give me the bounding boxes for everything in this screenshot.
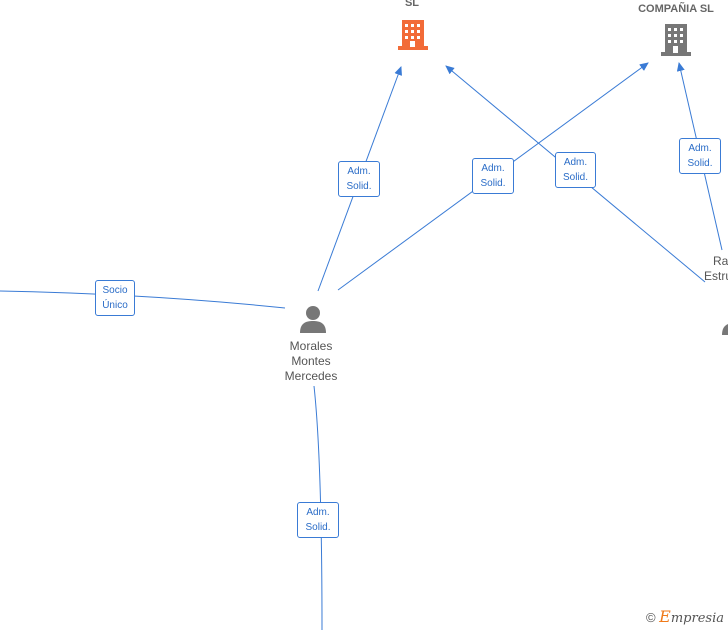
empresia-watermark: © Empresia <box>646 607 724 626</box>
person-icon[interactable] <box>298 304 328 339</box>
company-compania-label: COMPAÑIA SL <box>638 3 714 15</box>
edge-label-socio-unico[interactable]: Socio Único <box>95 280 135 316</box>
person-name-line: Morales <box>289 339 333 353</box>
edge-label-line: Adm. <box>347 166 371 177</box>
edge-label-adm-solid[interactable]: Adm. Solid. <box>679 138 721 174</box>
person-right-label: Ra Estru <box>704 254 728 284</box>
edge-adm-person-down <box>313 385 323 630</box>
brand-rest: mpresia <box>670 611 724 626</box>
person-icon[interactable] <box>720 306 728 341</box>
company-sl-label: SL <box>404 0 420 9</box>
person-name-line: Montes <box>291 354 331 368</box>
edge-label-line: Adm. <box>688 143 712 154</box>
edge-label-line: Adm. <box>563 157 588 168</box>
edge-label-adm-solid[interactable]: Adm. Solid. <box>472 158 514 194</box>
person-name-line: Ra <box>713 254 728 268</box>
person-name-line: Mercedes <box>284 369 338 383</box>
edge-label-adm-solid[interactable]: Adm. Solid. <box>555 152 596 188</box>
edge-label-line: Solid. <box>346 181 372 192</box>
edge-label-line: Solid. <box>562 172 588 183</box>
edge-label-line: Único <box>102 300 128 311</box>
brand-initial: E <box>659 607 671 626</box>
edge-label-line: Solid. <box>480 178 506 189</box>
edge-label-line: Adm. <box>481 163 505 174</box>
person-name-line: Estru <box>704 269 728 283</box>
edge-label-line: Solid. <box>305 522 331 533</box>
edge-label-line: Adm. <box>306 507 330 518</box>
edge-label-adm-solid[interactable]: Adm. Solid. <box>338 161 380 197</box>
edge-socio-unico <box>0 290 286 309</box>
person-morales-label: Morales Montes Mercedes <box>270 339 352 384</box>
edge-label-line: Solid. <box>687 158 713 169</box>
copyright-icon: © <box>645 610 656 625</box>
building-icon[interactable] <box>398 16 428 57</box>
edge-label-adm-solid[interactable]: Adm. Solid. <box>297 502 339 538</box>
edge-label-line: Socio <box>102 285 128 296</box>
building-icon[interactable] <box>661 22 691 63</box>
